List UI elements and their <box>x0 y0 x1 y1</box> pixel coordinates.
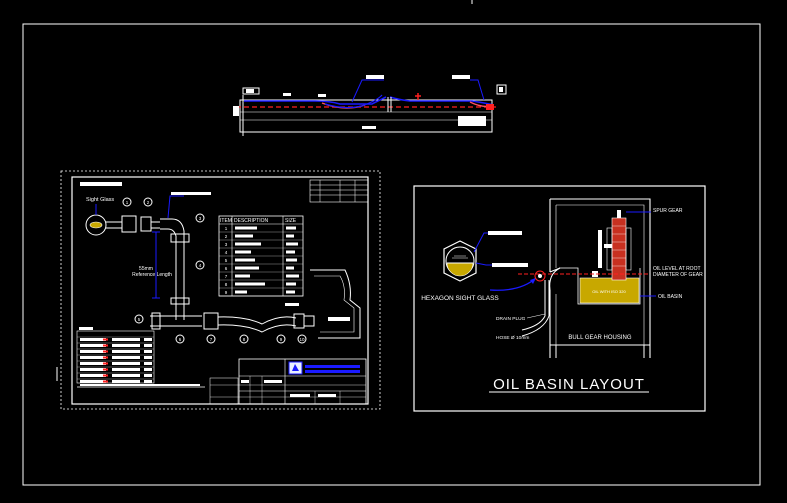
balloon-number: 2 <box>147 200 150 205</box>
oil-basin-layout-title: OIL BASIN LAYOUT <box>493 376 645 393</box>
balloon <box>206 334 216 344</box>
table-item-number: 7 <box>225 274 228 279</box>
balloon <box>175 334 185 344</box>
hose-label: HOSE Ø 10mm <box>496 335 529 341</box>
oil-basin-border <box>413 185 706 412</box>
sight-glass-assembly-sheet: Sight Glass 55mm Reference Length <box>60 170 381 410</box>
balloon <box>134 314 144 324</box>
bull-gear-housing-label: BULL GEAR HOUSING <box>568 335 631 341</box>
table-header-size: SIZE <box>285 218 297 224</box>
table-item-number: 2 <box>225 234 228 239</box>
elevation-outline <box>239 99 493 133</box>
drain-plug-label: DRAIN PLUG <box>496 316 526 322</box>
spur-gear <box>611 217 627 281</box>
balloon <box>195 260 205 270</box>
balloon-number: 1 <box>126 200 129 205</box>
table-header-item: ITEM <box>220 218 232 224</box>
table-item-number: 8 <box>225 282 228 287</box>
balloon-number: 4 <box>199 263 202 268</box>
top-elevation-view <box>233 75 507 136</box>
table-item-number: 5 <box>225 258 228 263</box>
table-item-number: 9 <box>225 290 228 295</box>
item-balloons: 1 2 3 4 5 6 7 8 9 10 <box>122 197 307 344</box>
table-item-number: 3 <box>225 242 228 247</box>
title-block <box>209 358 367 405</box>
table-item-number: 1 <box>225 226 228 231</box>
hexagon-sight-glass-label: HEXAGON SIGHT GLASS <box>421 295 499 302</box>
oil-level-label-2: DIAMETER OF GEAR <box>653 272 703 278</box>
balloon-number: 9 <box>280 337 283 342</box>
drawing-frame <box>22 23 761 486</box>
balloon <box>297 334 307 344</box>
balloon-number: 8 <box>243 337 246 342</box>
balloon <box>143 197 153 207</box>
table-header-description: DESCRIPTION <box>234 218 269 224</box>
oil-level-label: OIL LEVEL AT ROOT <box>653 266 701 272</box>
balloon-number: 5 <box>138 317 141 322</box>
oil-basin-layout-sheet: HEXAGON SIGHT GLASS OIL WITH ISO 320 <box>413 185 706 412</box>
bom-table <box>76 327 205 388</box>
hex-fitting <box>121 215 137 233</box>
flexible-hose <box>217 316 297 333</box>
spur-gear-label: SPUR GEAR <box>653 208 683 214</box>
pipe-elbow <box>160 218 185 320</box>
reference-length-label: 55mm <box>139 266 153 272</box>
blue-profile-top <box>244 96 495 106</box>
hexagon-sight-glass: HEXAGON SIGHT GLASS <box>421 231 537 302</box>
balloon-number: 6 <box>179 337 182 342</box>
bull-gear-housing: OIL WITH ISO 320 SPUR GEAR OIL LEVEL AT … <box>496 198 703 358</box>
oil-level-fill <box>446 262 474 277</box>
balloon-number: 7 <box>210 337 213 342</box>
sheet-dashed-border <box>60 170 381 410</box>
table-item-number: 4 <box>225 250 228 255</box>
balloon <box>276 334 286 344</box>
balloon <box>195 213 205 223</box>
sight-glass-label: Sight Glass <box>86 197 114 203</box>
balloon <box>122 197 132 207</box>
parts-table: ITEM DESCRIPTION SIZE 1 2 3 4 5 6 7 8 9 <box>218 215 304 297</box>
balloon-number: 10 <box>299 337 305 342</box>
balloon <box>239 334 249 344</box>
oil-basin-label: OIL BASIN <box>658 294 683 300</box>
table-item-number: 6 <box>225 266 228 271</box>
oil-fill-label: OIL WITH ISO 320 <box>592 289 626 294</box>
oil-basin-fill <box>579 277 640 304</box>
reference-length-label-2: Reference Length <box>132 272 172 278</box>
tank-outline <box>310 269 361 339</box>
balloon-number: 3 <box>199 216 202 221</box>
